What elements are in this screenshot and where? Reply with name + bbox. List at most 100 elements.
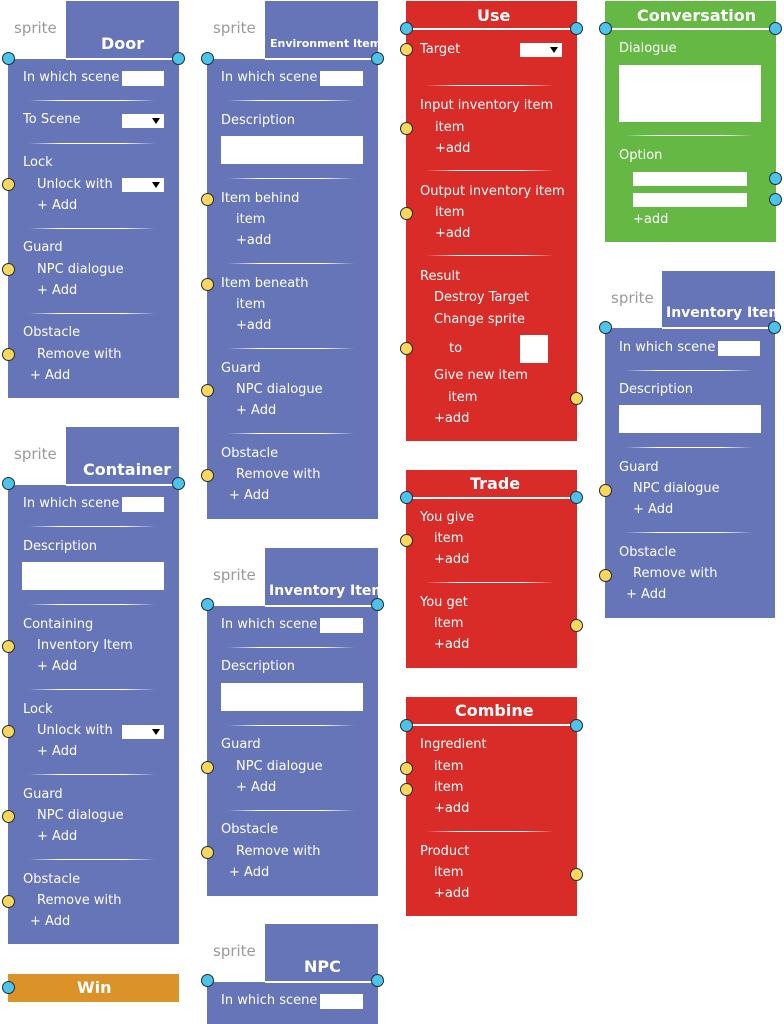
unlock-with-dropdown[interactable] — [122, 725, 164, 739]
ingredient-port[interactable] — [400, 783, 413, 796]
obstacle-port[interactable] — [2, 348, 15, 361]
input-port[interactable] — [201, 52, 214, 65]
add-guard-button[interactable]: + Add — [37, 829, 78, 844]
option-port[interactable] — [769, 193, 782, 206]
target-dropdown[interactable] — [520, 43, 562, 57]
change-sprite-port[interactable] — [400, 342, 413, 355]
output-port[interactable] — [371, 52, 384, 65]
guard-port[interactable] — [2, 263, 15, 276]
add-give-button[interactable]: +add — [434, 552, 470, 567]
output-port[interactable] — [570, 719, 583, 732]
add-guard-button[interactable]: + Add — [236, 780, 277, 795]
scene-field[interactable] — [320, 994, 363, 1009]
scene-field[interactable] — [122, 497, 164, 512]
input-port[interactable] — [599, 22, 612, 35]
obstacle-port[interactable] — [201, 469, 214, 482]
output-port[interactable] — [570, 22, 583, 35]
new-item-port[interactable] — [570, 392, 583, 405]
scene-field[interactable] — [320, 618, 363, 633]
sprite-thumbnail[interactable]: sprite — [8, 1, 66, 59]
output-port[interactable] — [570, 491, 583, 504]
get-item-port[interactable] — [570, 619, 583, 632]
to-scene-dropdown[interactable] — [122, 114, 164, 128]
obstacle-port[interactable] — [599, 569, 612, 582]
output-port[interactable] — [172, 52, 185, 65]
option-port[interactable] — [769, 172, 782, 185]
add-guard-button[interactable]: + Add — [633, 502, 674, 517]
guard-port[interactable] — [201, 761, 214, 774]
sprite-thumbnail[interactable]: sprite — [207, 1, 265, 59]
add-item-beneath-button[interactable]: +add — [236, 318, 272, 333]
add-obstacle-button[interactable]: + Add — [229, 865, 270, 880]
unlock-port[interactable] — [2, 725, 15, 738]
title-underline — [605, 28, 776, 30]
input-port[interactable] — [400, 22, 413, 35]
output-port[interactable] — [768, 321, 781, 334]
description-field[interactable] — [619, 405, 761, 433]
give-item-port[interactable] — [400, 534, 413, 547]
ingredient-port[interactable] — [400, 762, 413, 775]
guard-port[interactable] — [201, 384, 214, 397]
obstacle-port[interactable] — [201, 846, 214, 859]
description-field[interactable] — [221, 683, 363, 711]
input-port[interactable] — [400, 719, 413, 732]
add-get-button[interactable]: +add — [434, 637, 470, 652]
dialogue-field[interactable] — [619, 65, 761, 122]
sprite-thumbnail[interactable]: sprite — [207, 548, 265, 606]
destroy-target-option[interactable]: Destroy Target — [434, 290, 529, 305]
input-port[interactable] — [2, 52, 15, 65]
guard-port[interactable] — [599, 484, 612, 497]
option-field[interactable] — [633, 193, 747, 207]
sprite-thumbnail[interactable]: sprite — [605, 271, 662, 328]
add-containing-button[interactable]: + Add — [37, 659, 78, 674]
description-field[interactable] — [22, 562, 164, 590]
sprite-thumbnail[interactable]: sprite — [207, 924, 265, 982]
containing-port[interactable] — [2, 640, 15, 653]
product-port[interactable] — [570, 868, 583, 881]
output-port[interactable] — [769, 22, 782, 35]
give-new-item-option[interactable]: Give new item — [434, 368, 528, 383]
guard-port[interactable] — [2, 810, 15, 823]
input-port[interactable] — [2, 981, 15, 994]
target-port[interactable] — [400, 43, 413, 56]
add-obstacle-button[interactable]: + Add — [626, 587, 667, 602]
add-obstacle-button[interactable]: + Add — [30, 368, 71, 383]
unlock-with-dropdown[interactable] — [122, 178, 164, 192]
output-port[interactable] — [371, 974, 384, 987]
add-obstacle-button[interactable]: + Add — [229, 488, 270, 503]
add-item-behind-button[interactable]: +add — [236, 233, 272, 248]
input-port[interactable] — [400, 491, 413, 504]
input-port[interactable] — [201, 598, 214, 611]
add-output-button[interactable]: +add — [435, 226, 471, 241]
scene-field[interactable] — [122, 71, 164, 86]
unlock-port[interactable] — [2, 178, 15, 191]
new-sprite-slot[interactable] — [520, 335, 548, 363]
output-port[interactable] — [371, 598, 384, 611]
sprite-thumbnail[interactable]: sprite — [8, 427, 66, 485]
description-field[interactable] — [221, 136, 363, 164]
add-option-button[interactable]: +add — [633, 212, 669, 227]
output-item-port[interactable] — [400, 207, 413, 220]
output-port[interactable] — [172, 477, 185, 490]
option-field[interactable] — [633, 172, 747, 186]
add-guard-button[interactable]: + Add — [236, 403, 277, 418]
add-input-button[interactable]: +add — [435, 141, 471, 156]
input-port[interactable] — [2, 477, 15, 490]
add-lock-button[interactable]: + Add — [37, 198, 78, 213]
input-port[interactable] — [599, 321, 612, 334]
add-obstacle-button[interactable]: + Add — [30, 914, 71, 929]
input-port[interactable] — [201, 974, 214, 987]
add-ingredient-button[interactable]: +add — [434, 801, 470, 816]
add-product-button[interactable]: +add — [434, 886, 470, 901]
scene-field[interactable] — [320, 71, 363, 86]
scene-field[interactable] — [718, 341, 760, 356]
obstacle-port[interactable] — [2, 895, 15, 908]
item-behind-port[interactable] — [201, 193, 214, 206]
item-beneath-port[interactable] — [201, 278, 214, 291]
add-lock-button[interactable]: + Add — [37, 744, 78, 759]
add-guard-button[interactable]: + Add — [37, 283, 78, 298]
input-item-port[interactable] — [400, 122, 413, 135]
add-new-item-button[interactable]: +add — [434, 411, 470, 426]
change-sprite-option[interactable]: Change sprite — [434, 312, 525, 327]
output-inventory-item-label: Output inventory item — [420, 184, 565, 199]
